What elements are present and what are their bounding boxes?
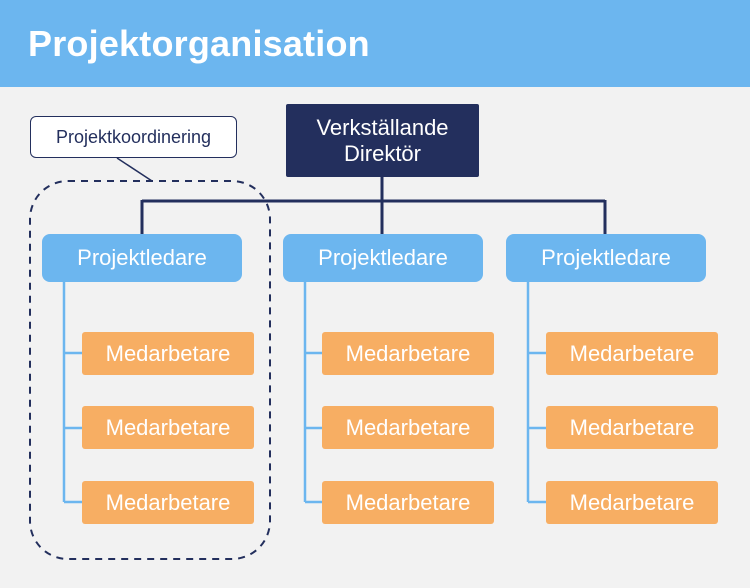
team1-member-2: Medarbetare bbox=[82, 406, 254, 449]
coordination-label: Projektkoordinering bbox=[55, 126, 212, 147]
team3-member-3-label: Medarbetare bbox=[569, 489, 695, 515]
team3-member-2: Medarbetare bbox=[546, 406, 718, 449]
team3-member-1: Medarbetare bbox=[546, 332, 718, 375]
team1-member-1-label: Medarbetare bbox=[105, 340, 231, 366]
page-title: Projektorganisation bbox=[28, 23, 370, 64]
team1-leader-label: Projektledare bbox=[77, 245, 207, 270]
team2-member-3: Medarbetare bbox=[322, 481, 494, 524]
ceo-box: Verkställande Direktör bbox=[286, 104, 479, 177]
team2-member-1-label: Medarbetare bbox=[345, 340, 471, 366]
team2-member-1: Medarbetare bbox=[322, 332, 494, 375]
team1-member-2-label: Medarbetare bbox=[105, 414, 231, 440]
coordination-pointer bbox=[116, 157, 153, 182]
team1-member-1: Medarbetare bbox=[82, 332, 254, 375]
team3-member-2-label: Medarbetare bbox=[569, 414, 695, 440]
team2-member-2: Medarbetare bbox=[322, 406, 494, 449]
ceo-label: Verkställande Direktör bbox=[316, 114, 449, 166]
team2-leader-label: Projektledare bbox=[318, 245, 448, 270]
header-bar: Projektorganisation bbox=[0, 0, 750, 87]
team3-member-1-label: Medarbetare bbox=[569, 340, 695, 366]
team2-member-2-label: Medarbetare bbox=[345, 414, 471, 440]
team2-member-3-label: Medarbetare bbox=[345, 489, 471, 515]
team1-member-3-label: Medarbetare bbox=[105, 489, 231, 515]
team3-leader-box: Projektledare bbox=[506, 234, 706, 282]
team3-member-3: Medarbetare bbox=[546, 481, 718, 524]
coordination-group-outline bbox=[29, 180, 271, 560]
team2-leader-box: Projektledare bbox=[283, 234, 483, 282]
team3-leader-label: Projektledare bbox=[541, 245, 671, 270]
team1-leader-box: Projektledare bbox=[42, 234, 242, 282]
coordination-label-box: Projektkoordinering bbox=[30, 116, 237, 158]
team1-member-3: Medarbetare bbox=[82, 481, 254, 524]
